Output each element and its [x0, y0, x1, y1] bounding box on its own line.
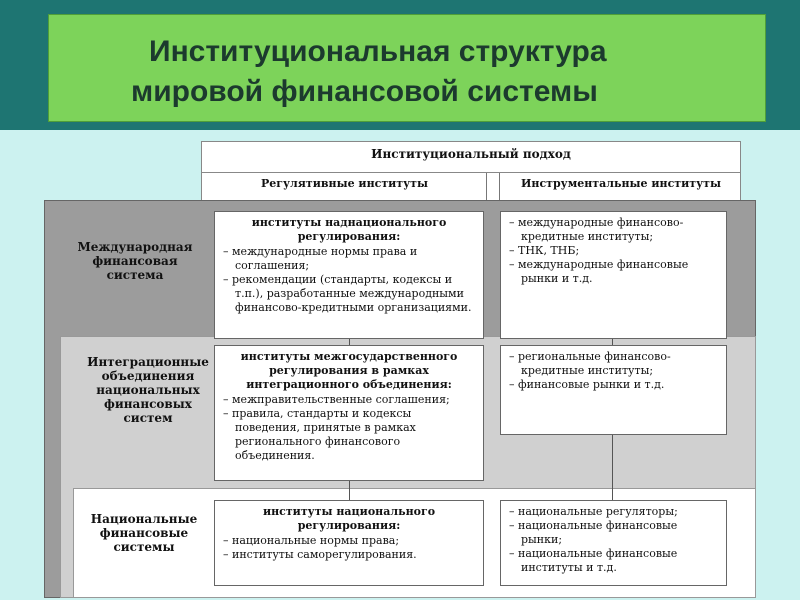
slide-title-line-2: мировой финансовой системы — [131, 75, 598, 108]
approach-header: Институциональный подход Регулятивные ин… — [201, 141, 741, 202]
list-item: финансовые рынки и т.д. — [509, 378, 718, 392]
regulatory-box-national: институты национального регулирования: н… — [214, 500, 484, 586]
regulatory-box-international: институты наднационального регулирования… — [214, 211, 484, 339]
box-title: институты национального регулирования: — [262, 505, 436, 532]
approach-divider — [202, 172, 740, 173]
tier-label-international: Международная финансовая система — [64, 240, 206, 282]
list-item: международные финансовые рынки и т.д. — [509, 258, 718, 286]
instrumental-box-national: национальные регуляторы; национальные фи… — [500, 500, 727, 586]
list-item: межправительственные соглашения; — [223, 393, 475, 407]
tier-label-national: Национальные финансовые системы — [78, 512, 210, 554]
list-item: региональные финансово-кредитные институ… — [509, 350, 718, 378]
title-box: Институциональная структура мировой фина… — [48, 14, 766, 122]
slide-title-line-1: Институциональная структура — [149, 35, 607, 68]
list-item: международные финансово-кредитные инстит… — [509, 216, 718, 244]
tier-label-text: Международная финансовая система — [77, 240, 193, 282]
list-item: национальные регуляторы; — [509, 505, 718, 519]
box-list: национальные нормы права; институты само… — [223, 534, 475, 562]
tier-label-integration: Интеграционные объединения национальных … — [78, 355, 218, 425]
box-title: институты межгосударственного регулирова… — [240, 350, 458, 391]
tier-label-text: Интеграционные объединения национальных … — [87, 355, 209, 425]
list-item: международные нормы права и соглашения; — [223, 245, 475, 273]
instrumental-column-header: Инструментальные институты — [521, 177, 721, 190]
list-item: национальные нормы права; — [223, 534, 475, 548]
regulatory-column-header: Регулятивные институты — [260, 177, 429, 190]
instrumental-connector-1 — [612, 339, 613, 345]
box-list: международные финансово-кредитные инстит… — [509, 216, 718, 286]
list-item: институты саморегулирования. — [223, 548, 475, 562]
box-list: национальные регуляторы; национальные фи… — [509, 505, 718, 575]
list-item: национальные финансовые институты и т.д. — [509, 547, 718, 575]
approach-title: Институциональный подход — [371, 147, 571, 161]
regulatory-connector-2 — [349, 481, 350, 500]
column-separator — [486, 173, 500, 202]
list-item: ТНК, ТНБ; — [509, 244, 718, 258]
instrumental-connector-2 — [612, 435, 613, 500]
box-list: международные нормы права и соглашения; … — [223, 245, 475, 315]
list-item: рекомендации (стандарты, кодексы и т.п.)… — [223, 273, 475, 315]
regulatory-box-integration: институты межгосударственного регулирова… — [214, 345, 484, 481]
box-list: региональные финансово-кредитные институ… — [509, 350, 718, 392]
list-item: национальные финансовые рынки; — [509, 519, 718, 547]
tier-label-text: Национальные финансовые системы — [90, 512, 198, 554]
list-item: правила, стандарты и кодексы поведения, … — [223, 407, 475, 463]
instrumental-box-integration: региональные финансово-кредитные институ… — [500, 345, 727, 435]
box-title: институты наднационального регулирования… — [251, 216, 447, 243]
instrumental-box-international: международные финансово-кредитные инстит… — [500, 211, 727, 339]
regulatory-connector-1 — [349, 339, 350, 345]
box-list: межправительственные соглашения; правила… — [223, 393, 475, 463]
